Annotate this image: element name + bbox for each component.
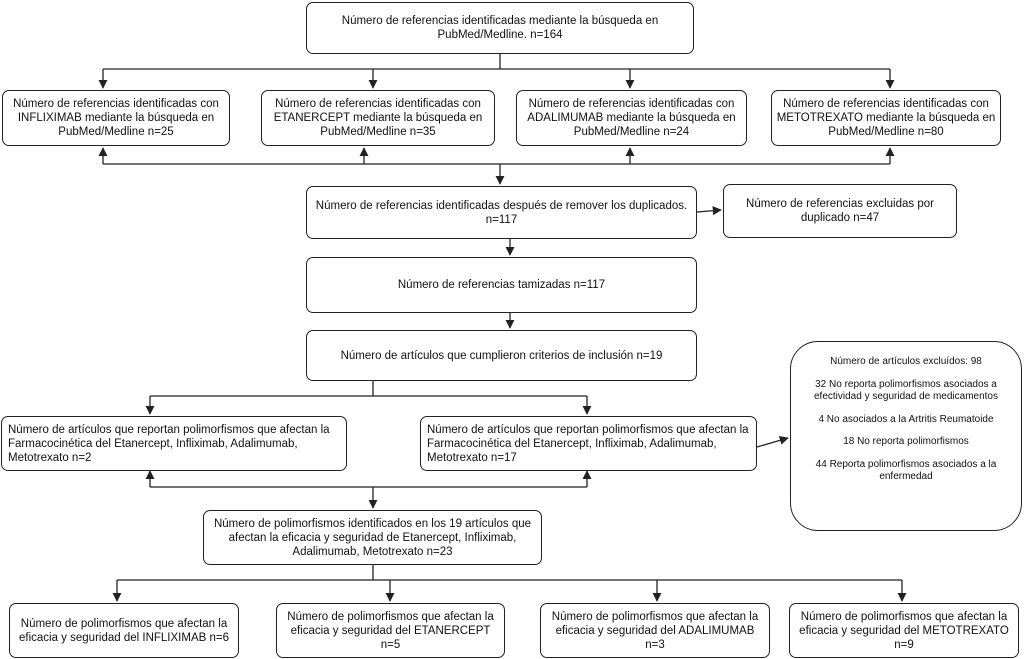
poly-text: Número de polimorfismos que afectan la e… bbox=[287, 610, 494, 651]
excluded-reason: 44 Reporta polimorfismos asociados a la … bbox=[815, 458, 997, 483]
poly-text: Número de polimorfismos que afectan la e… bbox=[19, 617, 229, 644]
poly-text: Número de polimorfismos que afectan la e… bbox=[551, 610, 759, 651]
drug-text: Número de referencias identificadas con … bbox=[776, 98, 996, 138]
excluded-reason: 4 No asociados a la Artritis Reumatoide bbox=[818, 413, 994, 425]
inclusion-text: Número de artículos que cumplieron crite… bbox=[340, 349, 663, 362]
screened-box: Número de referencias tamizadas n=117 bbox=[306, 257, 697, 313]
poly-box-etanercept: Número de polimorfismos que afectan la e… bbox=[276, 603, 505, 658]
pk-box-left: Número de artículos que reportan polimor… bbox=[1, 416, 347, 471]
drug-box-metotrexato: Número de referencias identificadas con … bbox=[771, 90, 1001, 146]
after-duplicates-box: Número de referencias identificadas desp… bbox=[306, 186, 697, 239]
excluded-reason: 18 No reporta polimorfismos bbox=[843, 436, 969, 447]
excluded-articles-title: Número de artículos excluídos: 98 bbox=[830, 356, 982, 367]
poly-box-metotrexato: Número de polimorfismos que afectan la e… bbox=[789, 603, 1019, 658]
screened-text: Número de referencias tamizadas n=117 bbox=[397, 279, 606, 291]
search-total-box: Número de referencias identificadas medi… bbox=[306, 2, 694, 54]
pk-text: Número de artículos que reportan polimor… bbox=[427, 424, 749, 464]
poly-box-infliximab: Número de polimorfismos que afectan la e… bbox=[9, 603, 239, 658]
excluded-articles-box: Número de artículos excluídos: 98 32 No … bbox=[790, 341, 1022, 531]
drug-box-adalimumab: Número de referencias identificadas con … bbox=[516, 90, 747, 146]
after-duplicates-text: Número de referencias identificadas desp… bbox=[315, 199, 688, 226]
drug-box-infliximab: Número de referencias identificadas con … bbox=[2, 90, 230, 146]
search-total-text: Número de referencias identificadas medi… bbox=[341, 15, 659, 41]
excluded-duplicates-box: Número de referencias excluidas por dupl… bbox=[723, 184, 957, 238]
polymorphisms-total-text: Número de polimorfismos identificados en… bbox=[213, 517, 532, 558]
drug-text: Número de referencias identificadas con … bbox=[273, 98, 483, 138]
drug-text: Número de referencias identificadas con … bbox=[13, 98, 219, 138]
excluded-duplicates-text: Número de referencias excluidas por dupl… bbox=[746, 198, 934, 224]
pk-text: Número de artículos que reportan polimor… bbox=[8, 424, 330, 464]
excluded-reason: 32 No reporta polimorfismos asociados a … bbox=[814, 378, 998, 403]
inclusion-box: Número de artículos que cumplieron crite… bbox=[306, 330, 697, 381]
polymorphisms-total-box: Número de polimorfismos identificados en… bbox=[203, 510, 542, 565]
poly-box-adalimumab: Número de polimorfismos que afectan la e… bbox=[540, 603, 770, 658]
pk-box-right: Número de artículos que reportan polimor… bbox=[420, 416, 757, 471]
arrow-to-excluded-articles bbox=[756, 435, 789, 448]
drug-box-etanercept: Número de referencias identificadas con … bbox=[261, 90, 495, 146]
drug-text: Número de referencias identificadas con … bbox=[527, 98, 736, 138]
arrow-to-excluded-duplicates bbox=[696, 206, 722, 216]
poly-text: Número de polimorfismos que afectan la e… bbox=[799, 610, 1009, 651]
